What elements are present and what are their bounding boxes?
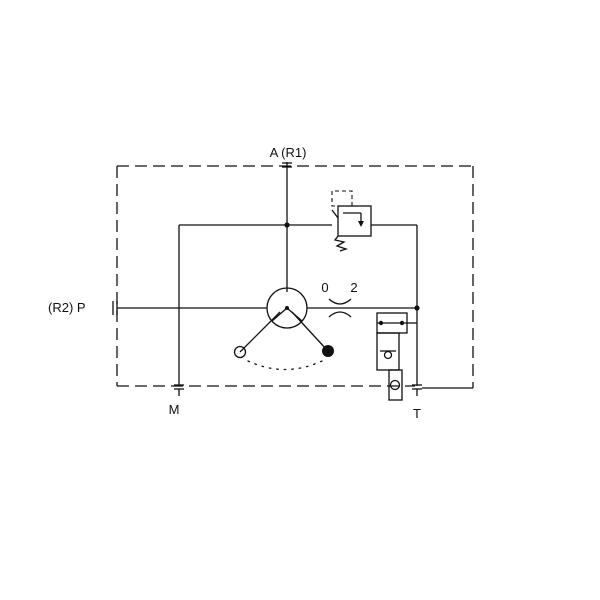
selector-position-2 (322, 345, 334, 357)
port-p (112, 301, 267, 315)
orifice-left-label: 0 (321, 280, 328, 295)
port-a-label: A (R1) (270, 145, 307, 160)
port-t-label: T (413, 406, 421, 421)
port-p-label: (R2) P (48, 300, 86, 315)
port-m (174, 384, 184, 396)
enclosure-boundary (116, 165, 474, 388)
selector-travel-arc (247, 360, 323, 371)
orifice-right-label: 2 (350, 280, 357, 295)
selector-valve (239, 287, 328, 353)
directional-valve (376, 312, 417, 401)
relief-valve (331, 190, 372, 252)
port-a (282, 162, 292, 225)
port-m-label: M (169, 402, 180, 417)
port-t (412, 384, 473, 396)
orifice (328, 298, 352, 318)
selector-position-0 (233, 345, 247, 359)
pressure-line (178, 222, 418, 386)
